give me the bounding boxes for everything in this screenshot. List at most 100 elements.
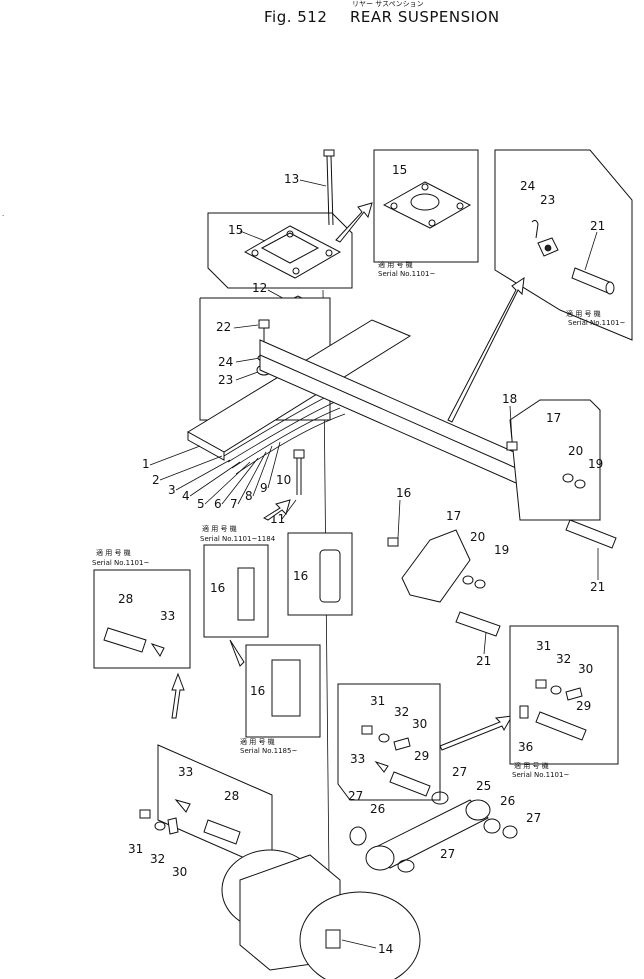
callout-16-round: 16 (293, 569, 308, 583)
callout-2: 2 (152, 473, 160, 487)
pin-29-right (535, 711, 587, 741)
washer-32-right (550, 685, 562, 695)
callout-21-top: 21 (590, 219, 605, 233)
callout-21-right: 21 (590, 580, 605, 594)
snap-ring-27-a (431, 791, 449, 805)
serial-note-3-jp: 適 用 号 機 (202, 524, 237, 533)
callout-32-lower: 32 (150, 852, 165, 866)
callout-18-right: 18 (502, 392, 517, 406)
callout-8: 8 (245, 489, 253, 503)
split-pin-24 (531, 219, 539, 239)
callout-5: 5 (197, 497, 205, 511)
serial-note-1-jp: 適 用 号 機 (378, 260, 413, 269)
arrow-up-left (171, 672, 185, 719)
snap-ring-27-d (397, 859, 415, 873)
bolt-31-right (535, 679, 547, 689)
bolt-31-middle (361, 725, 373, 735)
arrow-to-right-box (439, 715, 513, 751)
callout-27-d: 27 (440, 847, 455, 861)
callout-9: 9 (260, 481, 268, 495)
bushing-26-left (349, 826, 367, 846)
arrow-to-channel (229, 639, 245, 667)
pin-box-lower-left (157, 744, 273, 871)
bolt-31-lower (139, 809, 151, 819)
serial-note-6-en: Serial No.1101~ (512, 771, 569, 779)
callout-27-c: 27 (348, 789, 363, 803)
leaf-spring-leaves (223, 394, 346, 475)
callout-13: 13 (284, 172, 299, 186)
callout-27-a: 27 (452, 765, 467, 779)
callout-33-middle: 33 (350, 752, 365, 766)
collar-channel-16 (271, 659, 301, 717)
callout-36: 36 (518, 740, 533, 754)
pin-box-left (93, 569, 191, 669)
callout-31-lower: 31 (128, 842, 143, 856)
callout-19-middle: 19 (494, 543, 509, 557)
callout-16-square: 16 (210, 581, 225, 595)
nut-19-middle (474, 579, 486, 589)
grease-fitting-33-left (150, 643, 165, 657)
washer-32-lower (154, 821, 166, 831)
bracket-right (509, 399, 601, 521)
serial-note-5-jp: 適 用 号 機 (240, 737, 275, 746)
arrow-to-serial-box (335, 202, 373, 243)
collar-box-square (203, 544, 269, 638)
callout-28-lower: 28 (224, 789, 239, 803)
bolt-16 (387, 537, 399, 547)
callout-6: 6 (214, 497, 222, 511)
callout-26-left: 26 (370, 802, 385, 816)
callout-24-spring: 24 (218, 355, 233, 369)
pin-21-right (565, 519, 617, 549)
callout-17-right: 17 (546, 411, 561, 425)
callout-20-middle: 20 (470, 530, 485, 544)
callout-3: 3 (168, 483, 176, 497)
callout-32-middle: 32 (394, 705, 409, 719)
plate-30-middle (393, 737, 411, 751)
callout-16-middle: 16 (396, 486, 411, 500)
bracket-middle (401, 529, 471, 603)
tire (299, 891, 421, 979)
serial-note-5-en: Serial No.1185~ (240, 747, 297, 755)
fitting-36 (519, 705, 529, 719)
collar-square-16 (237, 567, 255, 621)
callout-28-left: 28 (118, 592, 133, 606)
pin-box-top-right (494, 149, 633, 341)
serial-note-1-en: Serial No.1101~ (378, 270, 435, 278)
callout-4: 4 (182, 489, 190, 503)
callout-12: 12 (252, 281, 267, 295)
callout-10: 10 (276, 473, 291, 487)
collar-round-16 (319, 549, 341, 603)
bolt-18 (506, 441, 518, 451)
stray-mark: · (2, 212, 4, 220)
callout-19-right: 19 (588, 457, 603, 471)
callout-29-right: 29 (576, 699, 591, 713)
link-pin-box-middle (337, 683, 441, 801)
grease-fitting-33-middle (374, 760, 389, 773)
pin-21-middle (455, 611, 501, 637)
grease-fitting-33-lower (174, 799, 191, 813)
serial-note-4-en: Serial No.1101~ (92, 559, 149, 567)
seat-plate-boss (410, 193, 440, 211)
pin-29-middle (389, 771, 431, 797)
plate-30-lower (167, 817, 179, 835)
callout-7: 7 (230, 497, 238, 511)
callout-31-middle: 31 (370, 694, 385, 708)
callout-33-left: 33 (160, 609, 175, 623)
callout-1: 1 (142, 457, 150, 471)
callout-30-right: 30 (578, 662, 593, 676)
serial-note-2-en: Serial No.1101~ (568, 319, 625, 327)
callout-14: 14 (378, 942, 393, 956)
callout-33-lower: 33 (178, 765, 193, 779)
arrow-to-pin-box (447, 276, 525, 423)
arrow-to-collar (262, 499, 291, 521)
bushing-14 (325, 929, 341, 949)
pin-28-lower (203, 819, 241, 845)
plate-30-right (565, 687, 583, 701)
callout-30-middle: 30 (412, 717, 427, 731)
pin-28-left (103, 627, 147, 653)
callout-22: 22 (216, 320, 231, 334)
callout-15: 15 (228, 223, 243, 237)
washer-32-middle (378, 733, 390, 743)
callout-32-right: 32 (556, 652, 571, 666)
